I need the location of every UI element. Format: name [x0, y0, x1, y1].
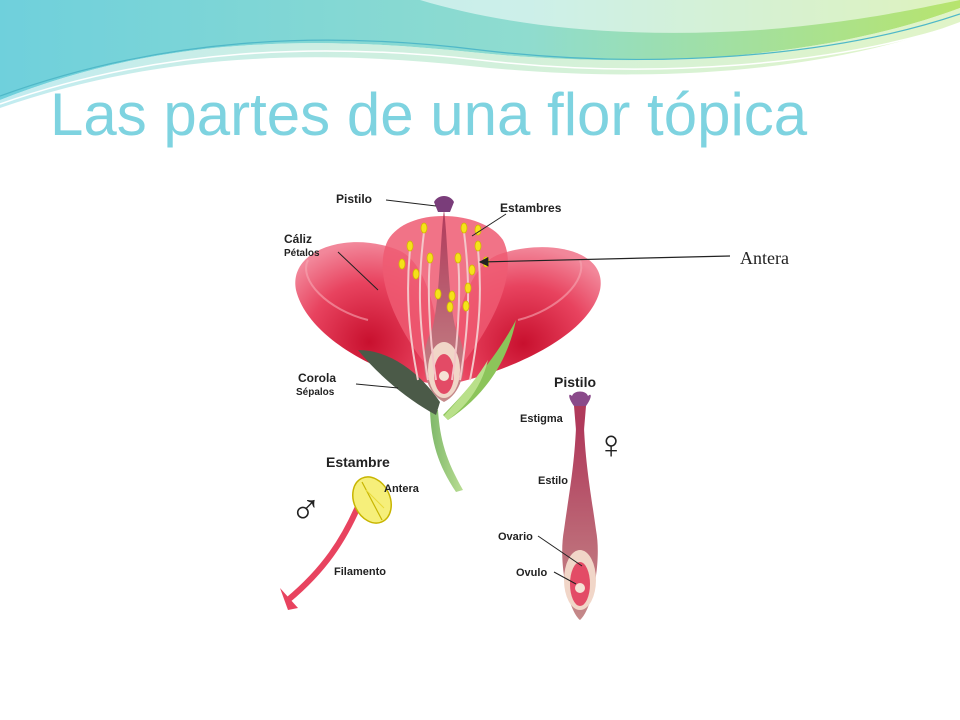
- female-symbol-icon: ♀: [596, 423, 624, 467]
- stamen-detail-illustration: [280, 476, 392, 610]
- callout-label-antera: Antera: [740, 248, 789, 268]
- label-ovulo: Ovulo: [516, 567, 547, 579]
- label-estilo: Estilo: [538, 475, 568, 487]
- pistil-leader-lines: [537, 535, 583, 585]
- flower-leader-lines: [337, 199, 507, 389]
- male-symbol-icon: ♂: [290, 484, 322, 531]
- flower-diagram: Pistilo Estambres Cáliz Pétalos Corola S…: [268, 170, 624, 626]
- label-estambres: Estambres: [500, 201, 562, 215]
- label-pistilo: Pistilo: [336, 192, 372, 206]
- label-antera-detail: Antera: [384, 483, 420, 495]
- pistil-detail-illustration: [562, 391, 598, 620]
- flower-stamens: [398, 222, 490, 381]
- label-corola: Corola: [298, 371, 336, 385]
- label-estigma: Estigma: [520, 413, 564, 425]
- stem: [430, 410, 463, 492]
- sepals: [358, 320, 516, 420]
- slide-title: Las partes de una flor tópica: [50, 81, 808, 148]
- label-pistilo-detail: Pistilo: [554, 374, 596, 390]
- label-caliz: Cáliz: [284, 232, 312, 246]
- label-sepalos: Sépalos: [296, 387, 335, 398]
- label-ovario: Ovario: [498, 531, 533, 543]
- flower-ovary: [424, 210, 464, 402]
- header-wave-decoration: [0, 0, 960, 108]
- label-petalos: Pétalos: [284, 248, 320, 259]
- flower-stigma: [434, 196, 454, 212]
- label-filamento: Filamento: [334, 566, 386, 578]
- label-estambre: Estambre: [326, 454, 390, 470]
